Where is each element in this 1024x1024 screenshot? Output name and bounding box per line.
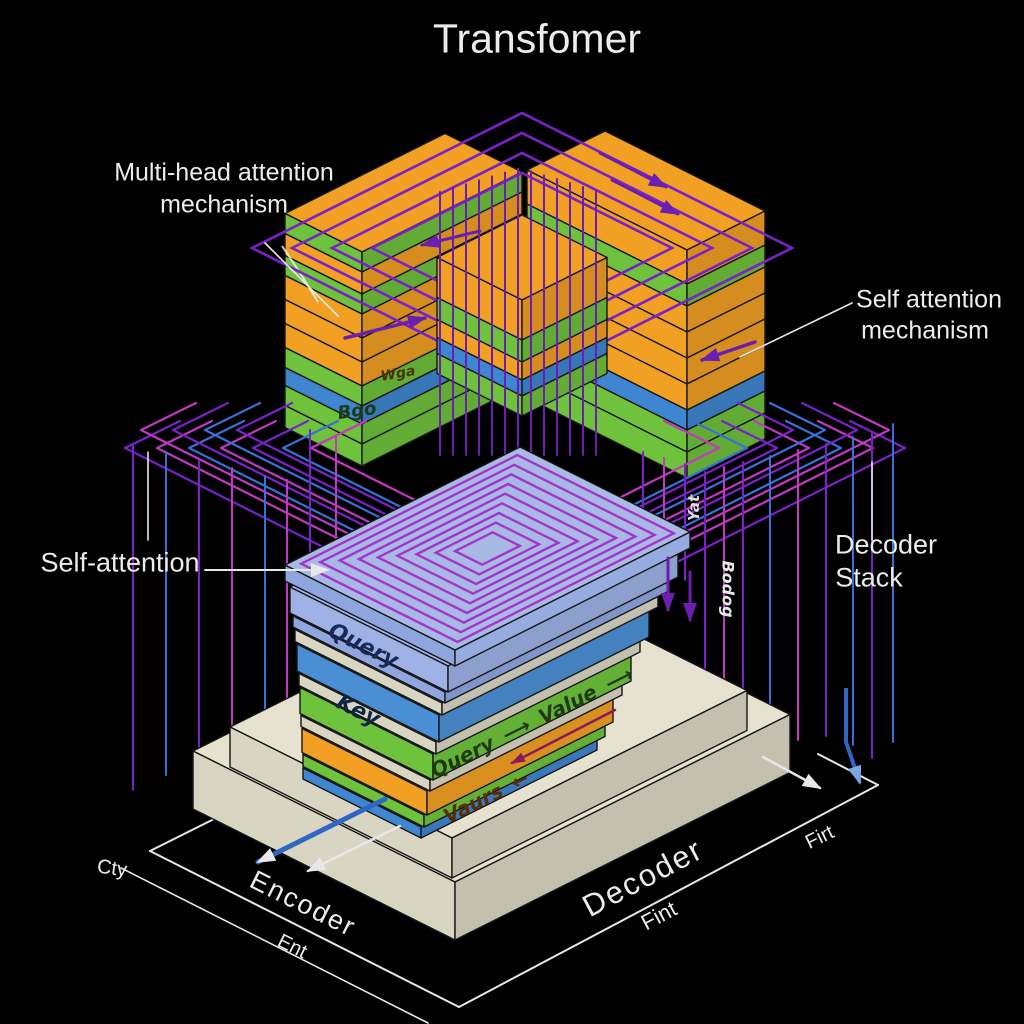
self-attention-mechanism-label-line1: Self attention bbox=[856, 285, 1002, 314]
base-axis-outline bbox=[120, 753, 879, 1024]
vertical-scribble-yat: Yat bbox=[685, 494, 703, 522]
self-attention-label: Self-attention bbox=[40, 547, 200, 578]
center-attention-cube bbox=[436, 214, 608, 417]
decoder-stack-label-line2: Stack bbox=[835, 562, 903, 593]
multi-head-label-line1: Multi-head attention bbox=[114, 158, 334, 187]
left-corner-label: Cty bbox=[95, 855, 129, 882]
chevron-platform bbox=[284, 446, 691, 667]
leader-lines-and-arrows bbox=[147, 151, 873, 873]
diagram-title: Transfomer bbox=[432, 15, 642, 62]
multi-head-label-line2: mechanism bbox=[160, 190, 288, 219]
self-attention-mechanism-label-line2: mechanism bbox=[861, 316, 989, 345]
wire-cage bbox=[439, 167, 597, 456]
decoder-stack-label-line1: Decoder bbox=[834, 529, 938, 560]
vertical-scribble-bodog: Bodog bbox=[718, 560, 738, 618]
